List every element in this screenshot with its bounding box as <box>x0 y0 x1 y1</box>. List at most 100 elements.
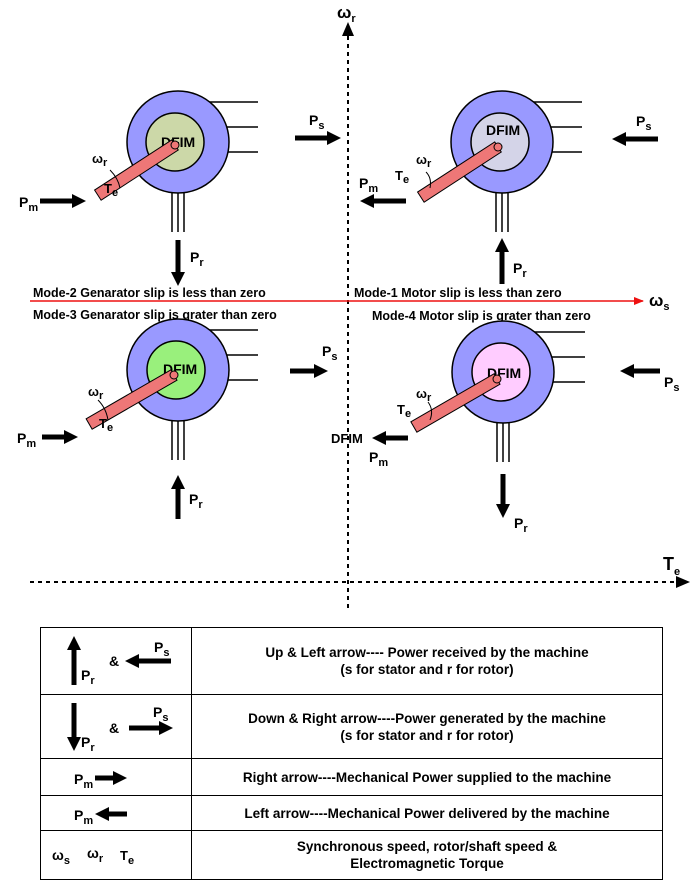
pm-symbol: P <box>369 449 378 465</box>
legend-row2-line1: Down & Right arrow----Power generated by… <box>248 710 606 726</box>
svg-text:ωr: ωr <box>416 152 432 170</box>
pr-sub: r <box>522 268 527 280</box>
te-sub: e <box>112 187 118 199</box>
legend-symbol-cell: ωs ωr Te <box>40 830 192 880</box>
legend-row: Pr & Ps Up & Left arrow---- Power receiv… <box>40 627 663 695</box>
legend-row: ωs ωr Te Synchronous speed, rotor/shaft … <box>40 830 663 880</box>
wr-symbol: ω <box>416 386 427 401</box>
wr-sub: r <box>103 157 108 169</box>
red-horizontal-axis: ωs <box>30 291 670 313</box>
ps-sub: s <box>331 351 337 363</box>
pr-symbol: P <box>514 515 523 531</box>
pm-sub: m <box>28 202 38 214</box>
vertical-axis-sub: r <box>351 13 356 25</box>
pr-symbol: P <box>190 249 199 265</box>
dfim-four-quadrant-diagram: ωr ωs Te Mode-2 Genarator slip is less t… <box>17 3 690 608</box>
legend-row: Pm Right arrow----Mechanical Power suppl… <box>40 758 663 796</box>
svg-text:ωr: ωr <box>337 3 356 25</box>
svg-text:Pm: Pm <box>74 807 93 827</box>
power-generated-symbols: Pr & Ps <box>67 703 173 754</box>
svg-text:Pm: Pm <box>19 194 38 214</box>
svg-text:Ps: Ps <box>636 113 651 133</box>
red-axis-label: ω <box>649 291 663 310</box>
svg-text:ωr: ωr <box>92 151 108 169</box>
pr-sub: r <box>198 499 203 511</box>
vertical-axis: ωr <box>337 3 356 608</box>
torque-axis: Te <box>30 554 690 588</box>
legend-row5-line1: Synchronous speed, rotor/shaft speed & <box>296 839 558 854</box>
svg-text:Pr: Pr <box>513 260 527 280</box>
svg-text:Te: Te <box>104 181 118 199</box>
svg-text:Pm: Pm <box>74 771 93 791</box>
svg-text:Ps: Ps <box>664 374 679 394</box>
svg-text:ωs: ωs <box>52 847 70 867</box>
wr-symbol: ω <box>88 384 99 399</box>
te-sub: e <box>107 422 113 434</box>
stray-dfim-label: DFIM <box>331 431 363 446</box>
mode4-label: Mode-4 Motor slip is grater than zero <box>372 309 591 323</box>
legend-row1-line1: Up & Left arrow---- Power received by th… <box>265 645 589 660</box>
mode3-label: Mode-3 Genarator slip is grater than zer… <box>33 308 277 322</box>
svg-text:Te: Te <box>395 168 409 186</box>
legend-description: Synchronous speed, rotor/shaft speed & E… <box>191 830 663 880</box>
svg-text:ωr: ωr <box>87 845 104 865</box>
pm-symbol: P <box>19 194 28 210</box>
pr-sub: r <box>523 523 528 535</box>
mode2-label: Mode-2 Genarator slip is less than zero <box>33 286 266 300</box>
pr-sub: r <box>199 257 204 269</box>
legend-row1-line2: (s for stator and r for rotor) <box>340 662 514 677</box>
te-symbol: T <box>397 402 405 417</box>
svg-text:ωr: ωr <box>416 386 432 404</box>
svg-text:Ps: Ps <box>154 639 169 659</box>
svg-text:Ps: Ps <box>153 704 168 724</box>
machine-bottom-right: DFIM DFIM Pm ωr Te Ps Pr <box>331 320 679 535</box>
svg-text:Ps: Ps <box>309 112 324 132</box>
machine-bottom-left: DFIM Pm ωr Te Ps Pr <box>17 318 337 519</box>
wr-symbol: ω <box>92 151 103 166</box>
pm-sub: m <box>26 438 36 450</box>
svg-text:&: & <box>109 720 119 736</box>
legend-symbol-cell: Pr & Ps <box>40 694 192 759</box>
torque-axis-label: T <box>663 554 674 574</box>
pm-sub: m <box>378 457 388 469</box>
svg-text:&: & <box>109 653 119 669</box>
vertical-axis-label: ω <box>337 3 351 22</box>
ps-sub: s <box>645 121 651 133</box>
ps-symbol: P <box>322 343 331 359</box>
pm-symbol: P <box>359 175 368 191</box>
svg-text:ωr: ωr <box>88 384 104 402</box>
svg-text:Te: Te <box>99 416 113 434</box>
legend-row4-line1: Left arrow----Mechanical Power delivered… <box>244 805 610 821</box>
svg-text:Pm: Pm <box>359 175 378 195</box>
svg-text:Te: Te <box>397 402 411 420</box>
wr-symbol: ω <box>416 152 427 167</box>
machine-top-left: DFIM Pm ωr Te Ps Pr <box>19 90 341 286</box>
pm-symbol: P <box>17 430 26 446</box>
ps-sub: s <box>673 382 679 394</box>
te-symbol: T <box>104 181 112 196</box>
legend-description: Right arrow----Mechanical Power supplied… <box>191 758 663 796</box>
svg-text:Pr: Pr <box>514 515 528 535</box>
pr-symbol: P <box>513 260 522 276</box>
legend-symbol-cell: Pm <box>40 758 192 796</box>
legend-symbol-cell: Pm <box>40 795 192 831</box>
svg-text:ωs: ωs <box>649 291 670 313</box>
legend-row2-line2: (s for stator and r for rotor) <box>340 727 514 743</box>
legend-description: Left arrow----Mechanical Power delivered… <box>191 795 663 831</box>
legend-description: Up & Left arrow---- Power received by th… <box>191 627 663 695</box>
machine-top-right: DFIM Pm ωr Te Ps Pr <box>359 90 658 284</box>
te-symbol: T <box>99 416 107 431</box>
red-axis-sub: s <box>663 301 669 313</box>
pm-sub: m <box>368 183 378 195</box>
ps-sub: s <box>318 120 324 132</box>
speed-torque-symbols: ωs ωr Te <box>52 845 134 867</box>
legend-symbol-cell: Pr & Ps <box>40 627 192 695</box>
svg-text:Pm: Pm <box>17 430 36 450</box>
svg-text:Pr: Pr <box>81 667 95 687</box>
torque-axis-sub: e <box>674 566 680 578</box>
ps-symbol: P <box>664 374 673 390</box>
legend-row: Pr & Ps Down & Right arrow----Power gene… <box>40 694 663 759</box>
mode1-label: Mode-1 Motor slip is less than zero <box>354 286 562 300</box>
legend-row3-line1: Right arrow----Mechanical Power supplied… <box>242 769 612 785</box>
wr-sub: r <box>427 158 432 170</box>
